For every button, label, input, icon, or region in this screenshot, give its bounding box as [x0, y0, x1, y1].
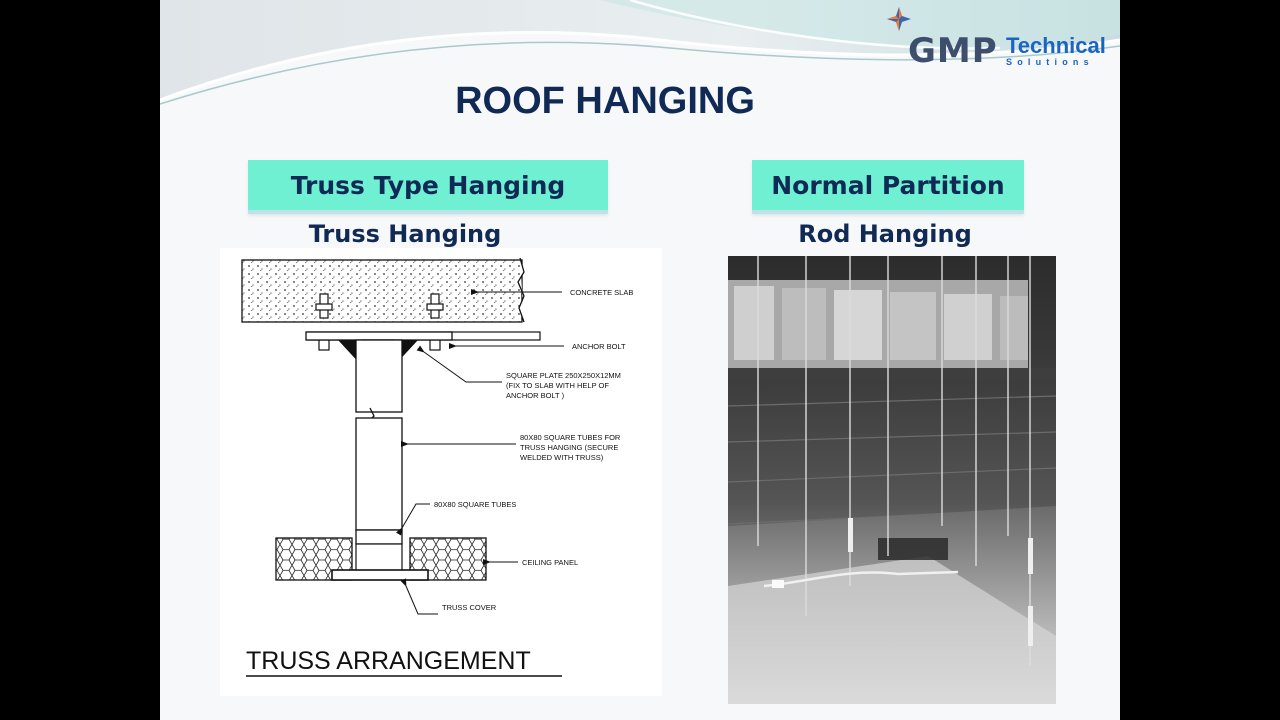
- label-square-plate-line1: SQUARE PLATE 250X250X12MM: [506, 371, 621, 380]
- ceiling-panels: [275, 537, 487, 581]
- slide: GMP Technical Solutions ROOF HANGING Tru…: [160, 0, 1120, 720]
- label-truss-cover: TRUSS COVER: [442, 603, 497, 612]
- label-tubes-for-line3: WELDED WITH TRUSS): [520, 453, 604, 462]
- turnbuckles: [848, 518, 1033, 646]
- label-anchor-bolt: ANCHOR BOLT: [572, 342, 626, 351]
- tab-truss-type-hanging: Truss Type Hanging: [248, 160, 608, 214]
- label-square-plate-line2: (FIX TO SLAB WITH HELP OF: [506, 381, 609, 390]
- label-tubes-for-line1: 80X80 SQUARE TUBES FOR: [520, 433, 621, 442]
- subtitle-rod-hanging: Rod Hanging: [798, 220, 972, 248]
- logo-brand-secondary: Technical: [1006, 33, 1106, 58]
- leader-lines: [395, 289, 564, 615]
- square-tube: [355, 339, 403, 545]
- duct-row: [728, 280, 1056, 380]
- tab-normal-partition: Normal Partition: [752, 160, 1024, 214]
- subtitle-truss-hanging: Truss Hanging: [308, 220, 502, 248]
- slide-background-swoosh: [160, 0, 1120, 105]
- logo-brand-main: GMP: [908, 31, 998, 71]
- company-logo: GMP Technical Solutions: [882, 2, 1120, 72]
- label-square-tubes: 80X80 SQUARE TUBES: [434, 500, 516, 509]
- label-ceiling-panel: CEILING PANEL: [522, 558, 578, 567]
- concrete-slab: [241, 257, 525, 323]
- logo-tagline: Solutions: [1006, 57, 1094, 67]
- hanging-rods: [757, 256, 1031, 666]
- rod-hanging-photo: [728, 256, 1056, 704]
- truss-arrangement-drawing: CONCRETE SLAB ANCHOR BOLT SQUARE PLATE 2…: [220, 248, 662, 696]
- label-concrete-slab: CONCRETE SLAB: [570, 288, 633, 297]
- label-tubes-for-line2: TRUSS HANGING (SECURE: [520, 443, 618, 452]
- page-title: ROOF HANGING: [455, 80, 755, 122]
- star-icon: [887, 7, 911, 31]
- drawing-caption: TRUSS ARRANGEMENT: [246, 647, 531, 675]
- label-square-plate-line3: ANCHOR BOLT ): [506, 391, 565, 400]
